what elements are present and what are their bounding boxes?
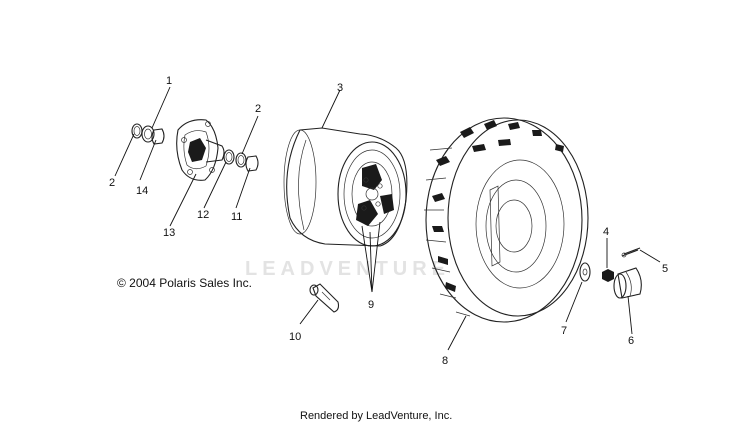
callout-3: 3 bbox=[337, 82, 343, 94]
leader-lines bbox=[114, 86, 661, 351]
callout-9: 9 bbox=[368, 299, 374, 311]
valve-stem bbox=[309, 283, 340, 313]
cotter-pin bbox=[621, 247, 641, 258]
callout-13: 13 bbox=[163, 227, 175, 239]
castle-nut bbox=[602, 269, 614, 282]
callout-10: 10 bbox=[289, 331, 301, 343]
washer bbox=[579, 262, 591, 282]
callout-11: 11 bbox=[231, 211, 242, 223]
callout-14: 14 bbox=[136, 185, 148, 197]
copyright-notice: © 2004 Polaris Sales Inc. bbox=[117, 276, 252, 290]
callout-4: 4 bbox=[603, 226, 609, 238]
seal-ring-middle bbox=[235, 152, 247, 168]
wheel-hub bbox=[176, 119, 225, 181]
callout-2-left: 2 bbox=[109, 177, 115, 189]
callout-7: 7 bbox=[561, 325, 567, 337]
callout-8: 8 bbox=[442, 355, 448, 367]
callout-1: 1 bbox=[166, 75, 172, 87]
callout-6: 6 bbox=[628, 335, 634, 347]
callout-2-middle: 2 bbox=[255, 103, 261, 115]
hub-cap bbox=[613, 267, 642, 299]
hub-ring bbox=[223, 149, 235, 165]
watermark: LEADVENTURE bbox=[245, 258, 451, 280]
rendered-by-footer: Rendered by LeadVenture, Inc. bbox=[300, 410, 453, 422]
callout-12: 12 bbox=[197, 209, 209, 221]
bearing bbox=[141, 125, 155, 143]
wheel-rim bbox=[283, 127, 408, 247]
callout-5: 5 bbox=[662, 263, 668, 275]
spacer bbox=[151, 128, 165, 145]
tire bbox=[424, 117, 589, 323]
hub-spacer bbox=[245, 155, 259, 172]
